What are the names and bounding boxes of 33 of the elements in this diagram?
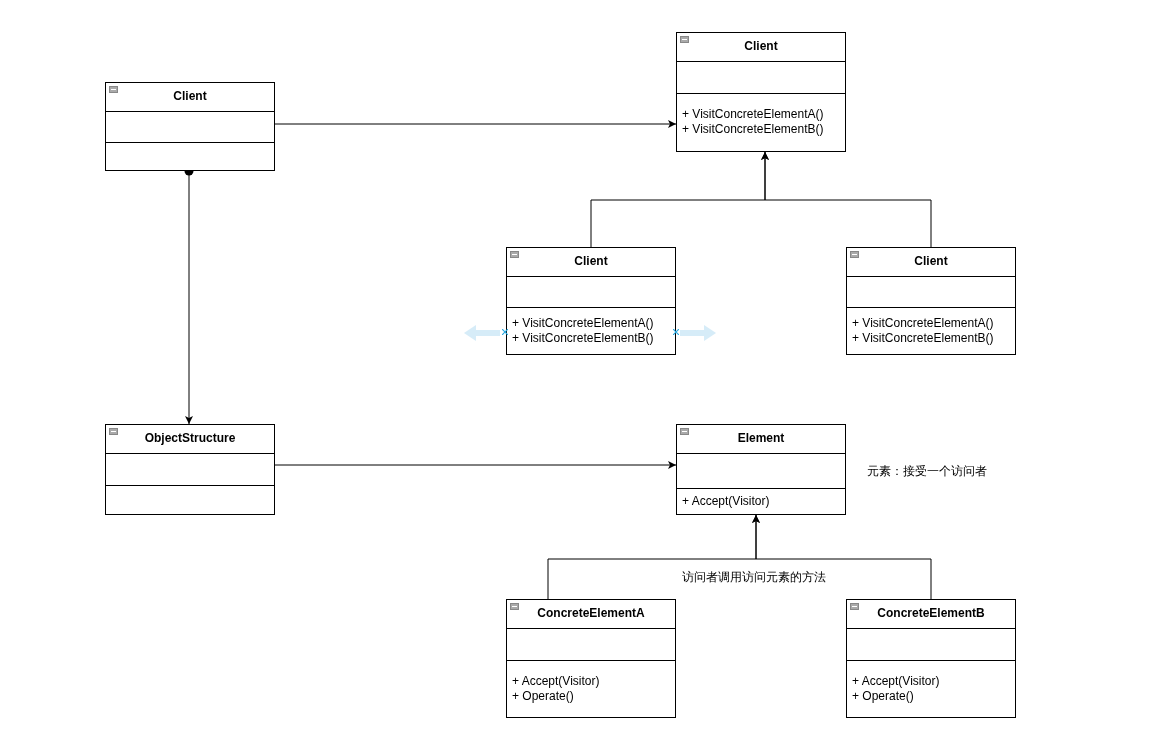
class-box: [846, 599, 1016, 718]
class-box: [506, 247, 676, 355]
method-text: + VisitConcreteElementB(): [682, 122, 824, 137]
class-box: [506, 599, 676, 718]
class-name: ObjectStructure: [144, 431, 236, 446]
note-text: 访问者调用访问元素的方法: [682, 569, 826, 586]
method-text: + VisitConcreteElementB(): [852, 330, 994, 346]
note-text: 元素：接受一个访问者: [867, 463, 987, 480]
class-box: [105, 424, 275, 515]
class-name: ConcreteElementB: [877, 606, 985, 621]
class-box: [676, 32, 846, 152]
class-name: Client: [744, 39, 778, 54]
arrow: [761, 151, 932, 248]
method-text: + Accept(Visitor): [852, 673, 940, 689]
method-text: + VisitConcreteElementA(): [852, 315, 994, 331]
class-box: [846, 247, 1016, 355]
arrow: [274, 461, 677, 469]
class-box: [676, 424, 846, 515]
class-name: Client: [914, 254, 948, 269]
class-name: Element: [737, 431, 785, 446]
method-text: + Accept(Visitor): [682, 493, 770, 509]
method-text: + VisitConcreteElementA(): [512, 315, 654, 331]
method-text: + VisitConcreteElementA(): [682, 107, 824, 122]
arrow: [752, 514, 932, 600]
method-text: + Accept(Visitor): [512, 673, 600, 689]
class-name: ConcreteElementA: [537, 606, 645, 621]
method-text: + Operate(): [852, 688, 914, 704]
class-name: Client: [574, 254, 608, 269]
class-box: [105, 82, 275, 171]
arrow: [274, 120, 677, 128]
class-name: Client: [173, 89, 207, 104]
method-text: + Operate(): [512, 688, 574, 704]
method-text: + VisitConcreteElementB(): [512, 330, 654, 346]
